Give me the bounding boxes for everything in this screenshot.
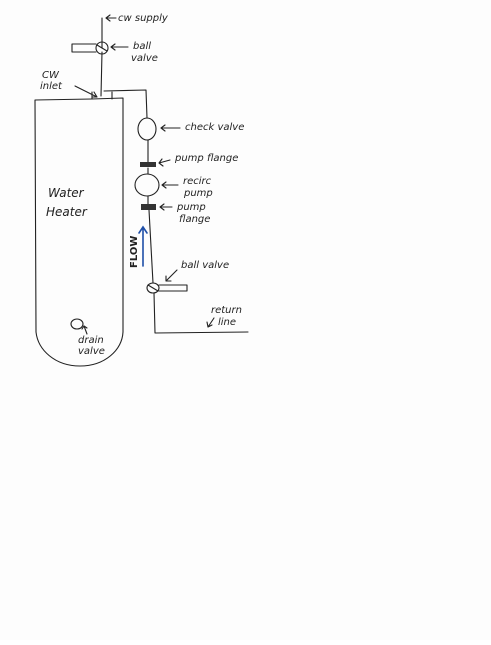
pump-flange-bottom-label-2: flange — [179, 214, 210, 225]
recirc-pump-arrow — [161, 181, 179, 189]
recirc-pump-symbol — [134, 173, 160, 197]
top-ball-valve-label-1: ball — [133, 41, 151, 52]
flow-label: FLOW — [129, 236, 140, 268]
pump-flange-bottom-symbol — [141, 204, 156, 210]
drain-valve-arrow — [81, 325, 88, 335]
cw-supply-line — [100, 17, 103, 97]
pump-flange-top-arrow — [158, 158, 171, 167]
drain-valve-symbol — [70, 318, 84, 330]
pump-flange-bottom-arrow — [159, 203, 173, 211]
drain-valve-label-1: drain — [78, 335, 104, 346]
check-valve-arrow — [160, 124, 181, 132]
water-heater-tank — [34, 91, 124, 367]
bottom-ball-valve-arrow — [165, 269, 178, 282]
recirc-pump-label-2: pump — [183, 188, 213, 199]
top-ball-valve-arrow — [110, 43, 129, 51]
bottom-ball-valve — [146, 282, 188, 294]
drain-valve-label-2: valve — [78, 346, 105, 357]
return-line-label-1: return — [211, 305, 242, 316]
water-heater-label-1: Water — [48, 186, 85, 200]
pump-flange-bottom-label-1: pump — [176, 202, 206, 213]
cw-supply-label: cw supply — [118, 13, 169, 24]
return-line-arrow — [206, 317, 215, 328]
top-ball-valve — [71, 41, 109, 55]
check-valve-symbol — [137, 117, 157, 141]
top-ball-valve-label-2: valve — [131, 53, 158, 64]
recirc-pump-label-1: recirc — [183, 176, 212, 187]
recirc-loop-piping — [103, 89, 249, 334]
bottom-ball-valve-label: ball valve — [181, 260, 229, 271]
return-line-label-2: line — [218, 317, 236, 328]
cw-supply-arrow — [105, 14, 117, 22]
pump-flange-top-symbol — [140, 162, 156, 167]
flow-arrow — [138, 225, 148, 267]
cw-inlet-label-1: CW — [42, 70, 60, 81]
water-heater-label-2: Heater — [46, 205, 88, 219]
pump-flange-top-label: pump flange — [174, 153, 238, 164]
check-valve-label: check valve — [185, 122, 244, 133]
cw-inlet-label-2: inlet — [40, 81, 63, 92]
cw-inlet-arrow — [74, 85, 98, 98]
